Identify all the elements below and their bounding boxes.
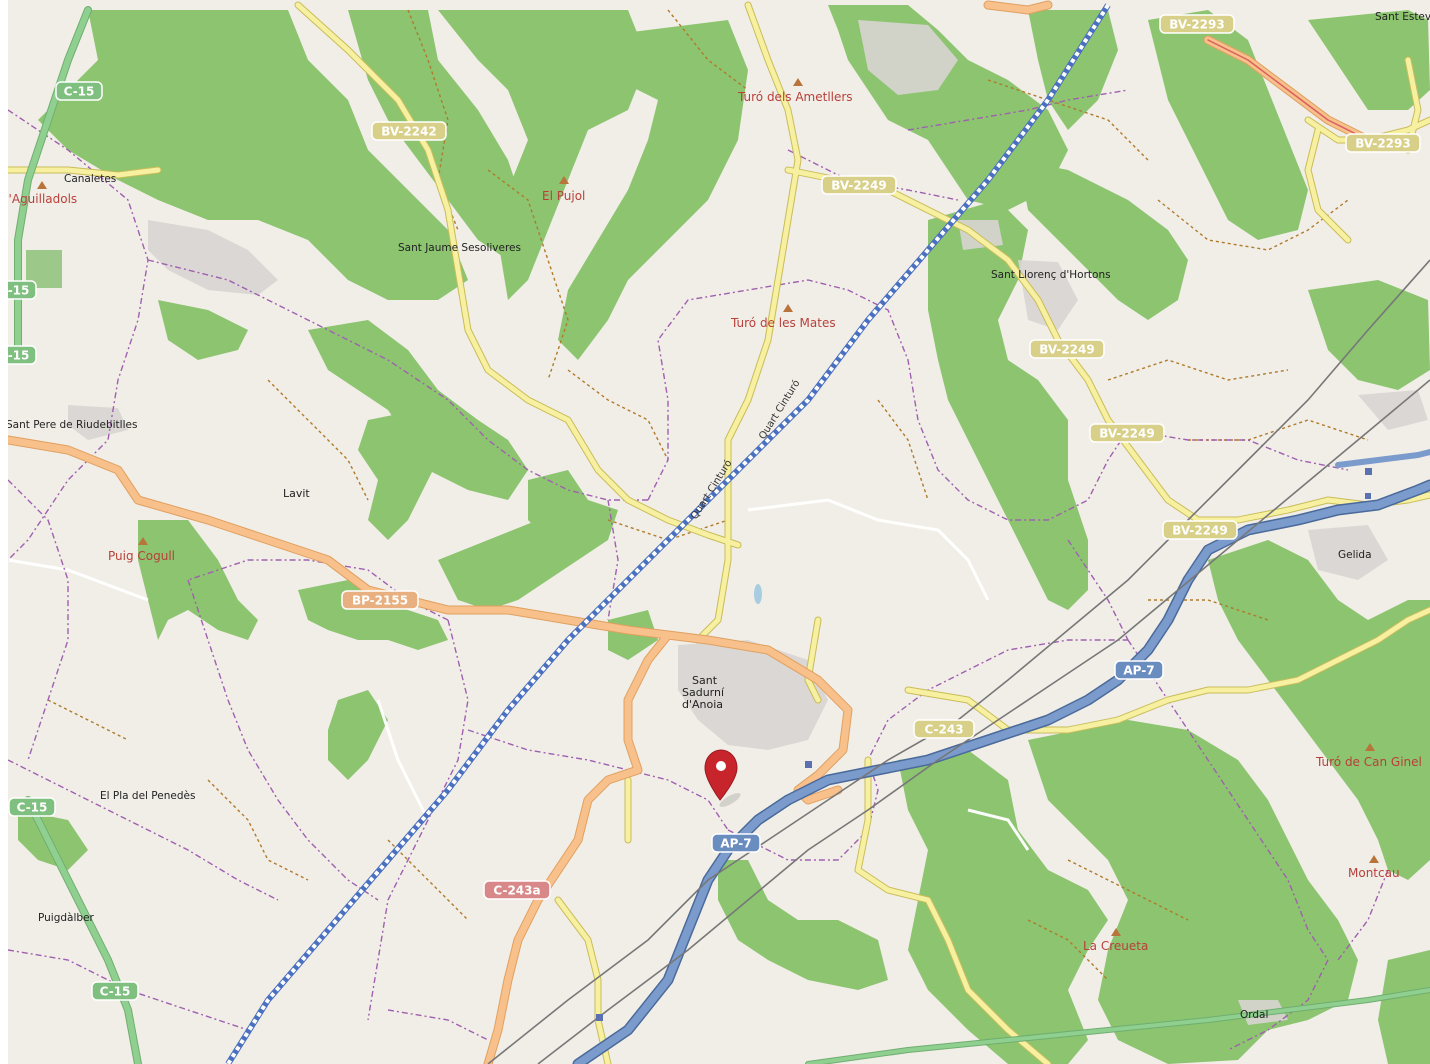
station-markers (596, 468, 1372, 1021)
primary-roads (8, 0, 1373, 1064)
peak-icon (138, 537, 148, 545)
high-speed-rail (225, 3, 1111, 1064)
shield-bv2293: BV-2293 (1345, 133, 1421, 153)
place-label: Sant (692, 674, 718, 687)
peak-icon (1369, 855, 1379, 863)
shield-bv2249: BV-2249 (821, 175, 897, 195)
peak-label: Turó de Can Ginel (1315, 755, 1422, 769)
svg-text:BV-2293: BV-2293 (1169, 18, 1224, 32)
railway-lines (487, 259, 1430, 1064)
pond (754, 584, 762, 604)
svg-text:BV-2249: BV-2249 (1172, 524, 1227, 538)
place-label: Sant Jaume Sesoliveres (398, 242, 521, 254)
svg-text:BV-2249: BV-2249 (1099, 427, 1154, 441)
peak-label: Turó de les Mates (730, 316, 836, 330)
place-label: Gelida (1338, 549, 1372, 561)
shield-ap7: AP-7 (1114, 660, 1164, 680)
shield-c15: C-15 (8, 345, 37, 365)
place-label: Canaletes (64, 173, 116, 185)
place-label: Lavit (283, 487, 310, 500)
map-canvas[interactable]: Canaletes Sant Jaume Sesoliveres Sant Ll… (8, 0, 1430, 1064)
place-label: Sant Estev (1375, 11, 1430, 23)
shield-bv2249: BV-2249 (1029, 339, 1105, 359)
map-pin-icon[interactable] (704, 749, 742, 809)
shield-c15: C-15 (8, 280, 37, 300)
peak-label: Montcau (1348, 866, 1400, 880)
peak-icon (793, 78, 803, 86)
svg-text:BV-2249: BV-2249 (831, 179, 886, 193)
peak-labels: Turó dels Ametllers El Pujol Turó d'Agui… (8, 90, 1422, 953)
peak-icon (559, 176, 569, 184)
shield-bv2249: BV-2249 (1089, 423, 1165, 443)
svg-text:AP-7: AP-7 (1123, 664, 1154, 678)
peak-icon (1111, 928, 1121, 936)
svg-text:C-15: C-15 (100, 985, 131, 999)
place-label: Sant Llorenç d'Hortons (991, 269, 1111, 281)
shield-bv2249: BV-2249 (1162, 520, 1238, 540)
svg-text:BV-2293: BV-2293 (1355, 137, 1410, 151)
svg-text:C-15: C-15 (64, 85, 95, 99)
peak-label: El Pujol (542, 189, 585, 203)
place-label: d'Anoia (682, 698, 723, 711)
peak-icon (37, 181, 47, 189)
shield-c243a: C-243a (483, 880, 551, 900)
peak-icon (1365, 743, 1375, 751)
svg-text:BP-2155: BP-2155 (352, 594, 408, 608)
place-label: Ordal (1240, 1009, 1268, 1021)
shield-bv2293: BV-2293 (1159, 14, 1235, 34)
svg-text:AP-7: AP-7 (720, 837, 751, 851)
shield-c243: C-243 (913, 719, 975, 739)
peak-label: Turó d'Aguilladols (8, 192, 77, 206)
shield-c15: C-15 (8, 797, 56, 817)
road-shields: C-15 C-15 C-15 C-15 C-15 BV-2242 BV-2249 (8, 14, 1421, 1001)
svg-text:C-243a: C-243a (493, 884, 540, 898)
svg-text:BV-2249: BV-2249 (1039, 343, 1094, 357)
trunk-road-c15 (14, 6, 1430, 1064)
built-up-areas (68, 20, 1428, 1025)
minor-roads (8, 498, 1030, 851)
shield-c15: C-15 (55, 81, 103, 101)
shield-c15: C-15 (91, 981, 139, 1001)
place-label: Sant Pere de Riudebitlles (8, 419, 137, 431)
peak-label: Turó dels Ametllers (737, 90, 853, 104)
shield-ap7: AP-7 (711, 833, 761, 853)
peak-label: Puig Cogull (108, 549, 175, 563)
shield-bv2242: BV-2242 (371, 121, 447, 141)
forest-areas (18, 5, 1430, 1064)
peak-markers (37, 78, 1379, 936)
place-label: El Pla del Penedès (100, 790, 195, 802)
svg-text:BV-2242: BV-2242 (381, 125, 436, 139)
place-label: Puigdàlber (38, 912, 95, 924)
shield-bp2155: BP-2155 (341, 590, 419, 610)
svg-text:C-15: C-15 (8, 284, 29, 298)
peak-icon (783, 304, 793, 312)
place-label: Sadurní (682, 686, 725, 699)
place-labels: Canaletes Sant Jaume Sesoliveres Sant Ll… (8, 11, 1430, 1021)
svg-text:C-15: C-15 (17, 801, 48, 815)
svg-text:C-15: C-15 (8, 349, 29, 363)
peak-label: La Creueta (1083, 939, 1148, 953)
svg-text:C-243: C-243 (924, 723, 963, 737)
